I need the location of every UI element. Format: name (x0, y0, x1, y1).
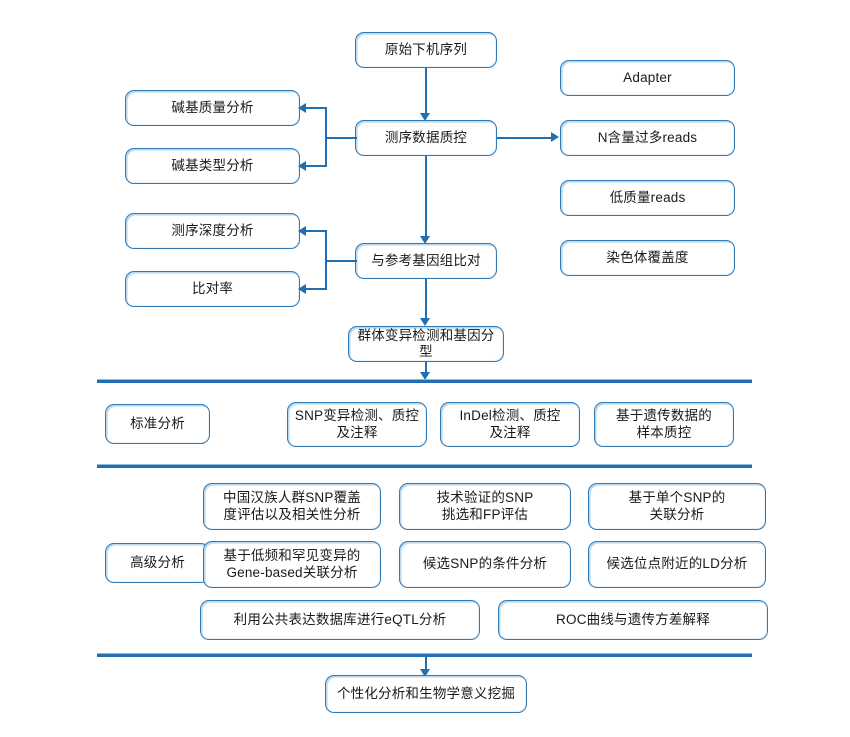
connector-qc-left-top (303, 107, 327, 110)
arrowhead-divider-to-personalized (420, 669, 430, 677)
node-advanced-conditional-snp[interactable]: 候选SNP的条件分析 (399, 541, 571, 588)
connector-variant-to-divider (425, 362, 428, 376)
node-align-output-depth[interactable]: 测序深度分析 (125, 213, 300, 249)
node-qc-output-adapter[interactable]: Adapter (560, 60, 735, 96)
arrowhead-align-left-top (298, 226, 306, 236)
connector-qc-to-right (497, 137, 552, 140)
node-raw-sequence-label: 原始下机序列 (384, 41, 468, 57)
divider-advanced-section-top (97, 464, 752, 468)
node-advanced-conditional-snp-label: 候选SNP的条件分析 (422, 556, 548, 572)
connector-align-left-bus (325, 231, 328, 289)
node-qc[interactable]: 测序数据质控 (355, 120, 497, 156)
node-standard-snp[interactable]: SNP变异检测、质控 及注释 (287, 402, 427, 447)
node-qc-output-base-type-label: 碱基类型分析 (171, 157, 254, 173)
node-standard-indel-label: InDel检测、质控 及注释 (459, 408, 561, 440)
node-advanced-roc-label: ROC曲线与遗传方差解释 (556, 611, 710, 627)
arrowhead-qc-to-align (420, 236, 430, 244)
arrowhead-align-left-bottom (298, 284, 306, 294)
connector-align-to-left-stub (325, 260, 357, 263)
connector-qc-left-bottom (303, 165, 327, 168)
node-advanced-roc[interactable]: ROC曲线与遗传方差解释 (498, 600, 768, 640)
node-advanced-tech-validation[interactable]: 技术验证的SNP 挑选和FP评估 (399, 483, 571, 530)
node-align-output-depth-label: 测序深度分析 (171, 222, 254, 238)
node-category-advanced-analysis-label: 高级分析 (130, 554, 185, 570)
node-qc-output-n-reads[interactable]: N含量过多reads (560, 120, 735, 156)
node-align-output-chrom-coverage[interactable]: 染色体覆盖度 (560, 240, 735, 276)
node-variant-calling-label: 群体变异检测和基因分型 (357, 327, 495, 359)
node-personalized-analysis-label: 个性化分析和生物学意义挖掘 (336, 685, 516, 701)
arrowhead-raw-to-qc (420, 113, 430, 121)
node-standard-snp-label: SNP变异检测、质控 及注释 (294, 408, 420, 440)
node-align-output-chrom-coverage-label: 染色体覆盖度 (606, 249, 689, 265)
node-standard-indel[interactable]: InDel检测、质控 及注释 (440, 402, 580, 447)
node-align[interactable]: 与参考基因组比对 (355, 243, 497, 279)
node-align-output-mapping-rate[interactable]: 比对率 (125, 271, 300, 307)
connector-qc-left-bus (325, 108, 328, 166)
node-qc-output-low-quality-reads[interactable]: 低质量reads (560, 180, 735, 216)
node-standard-sample-qc-label: 基于遗传数据的 样本质控 (616, 408, 712, 440)
arrowhead-qc-left-top (298, 103, 306, 113)
node-qc-output-adapter-label: Adapter (623, 69, 672, 85)
node-qc-output-low-quality-reads-label: 低质量reads (609, 189, 686, 205)
node-advanced-single-snp-assoc-label: 基于单个SNP的 关联分析 (628, 490, 726, 522)
node-advanced-ld-analysis-label: 候选位点附近的LD分析 (606, 556, 748, 572)
node-raw-sequence[interactable]: 原始下机序列 (355, 32, 497, 68)
node-advanced-ld-analysis[interactable]: 候选位点附近的LD分析 (588, 541, 766, 588)
divider-personalized-section-top (97, 653, 752, 657)
node-qc-output-base-type[interactable]: 碱基类型分析 (125, 148, 300, 184)
node-category-standard-analysis-label: 标准分析 (130, 415, 185, 431)
node-personalized-analysis[interactable]: 个性化分析和生物学意义挖掘 (325, 675, 527, 713)
node-qc-label: 测序数据质控 (384, 129, 468, 145)
arrowhead-variant-to-divider (420, 372, 430, 380)
connector-align-left-bottom (303, 288, 327, 291)
node-variant-calling[interactable]: 群体变异检测和基因分型 (348, 326, 504, 362)
connector-align-to-variant (425, 279, 428, 322)
connector-raw-to-qc (425, 68, 428, 116)
node-category-standard-analysis[interactable]: 标准分析 (105, 404, 210, 444)
node-align-label: 与参考基因组比对 (371, 252, 481, 268)
node-advanced-gene-based-label: 基于低频和罕见变异的 Gene-based关联分析 (223, 548, 361, 580)
connector-qc-to-align (425, 156, 428, 240)
divider-standard-section-top (97, 379, 752, 383)
node-advanced-single-snp-assoc[interactable]: 基于单个SNP的 关联分析 (588, 483, 766, 530)
connector-align-left-top (303, 230, 327, 233)
node-advanced-eqtl-label: 利用公共表达数据库进行eQTL分析 (233, 611, 447, 627)
node-qc-output-base-quality[interactable]: 碱基质量分析 (125, 90, 300, 126)
node-advanced-tech-validation-label: 技术验证的SNP 挑选和FP评估 (436, 490, 534, 522)
node-advanced-eqtl[interactable]: 利用公共表达数据库进行eQTL分析 (200, 600, 480, 640)
arrowhead-qc-left-bottom (298, 161, 306, 171)
node-standard-sample-qc[interactable]: 基于遗传数据的 样本质控 (594, 402, 734, 447)
connector-divider-to-personalized (425, 655, 428, 673)
connector-qc-to-left-stub (325, 137, 357, 140)
node-advanced-han-snp-coverage[interactable]: 中国汉族人群SNP覆盖 度评估以及相关性分析 (203, 483, 381, 530)
arrowhead-qc-to-right (551, 132, 559, 142)
node-advanced-gene-based[interactable]: 基于低频和罕见变异的 Gene-based关联分析 (203, 541, 381, 588)
node-category-advanced-analysis[interactable]: 高级分析 (105, 543, 210, 583)
node-align-output-mapping-rate-label: 比对率 (191, 280, 234, 296)
node-qc-output-base-quality-label: 碱基质量分析 (171, 99, 254, 115)
node-advanced-han-snp-coverage-label: 中国汉族人群SNP覆盖 度评估以及相关性分析 (223, 490, 361, 522)
arrowhead-align-to-variant (420, 318, 430, 326)
node-qc-output-n-reads-label: N含量过多reads (597, 129, 698, 145)
